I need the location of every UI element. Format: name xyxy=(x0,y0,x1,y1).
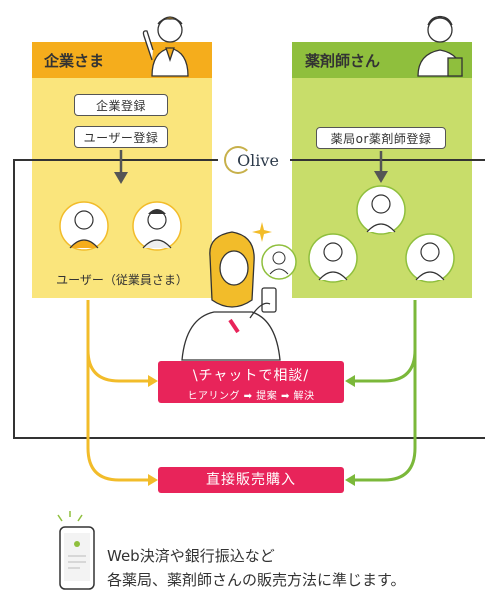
chat-step-resolution: 解決 xyxy=(293,391,315,402)
chat-title: \チャットで相談/ xyxy=(192,368,310,384)
user-caption: ユーザー（従業員さま） xyxy=(56,273,188,287)
corporate-registration-step: 企業登録 xyxy=(74,94,168,116)
pharmacy-title: 薬剤師さん xyxy=(305,51,381,70)
pharmacy-flow-arrows xyxy=(353,300,417,482)
olive-logo-ring xyxy=(224,146,252,174)
employee-avatar-icon xyxy=(132,201,182,251)
employee-avatar-icon xyxy=(59,201,109,251)
user-registration-step: ユーザー登録 xyxy=(74,126,168,148)
pharmacist-icon xyxy=(417,15,463,77)
pharmacist-avatar-icon xyxy=(405,233,455,283)
smartphone-user-icon xyxy=(181,231,281,361)
businessman-icon xyxy=(142,16,189,77)
pharmacist-avatar-icon xyxy=(356,185,406,235)
chat-bubble-icon xyxy=(261,244,297,280)
chat-step-hearing: ヒアリング xyxy=(187,391,240,402)
corporate-arrowhead-chat xyxy=(148,375,158,387)
footer-line-1: Web決済や銀行振込など xyxy=(107,547,275,565)
pharmacy-registration-step: 薬局or薬剤師登録 xyxy=(316,127,446,149)
footer-line-2: 各薬局、薬剤師さんの販売方法に準じます。 xyxy=(107,571,406,589)
olive-logo: Olive xyxy=(218,145,290,175)
corporate-flow-arrows xyxy=(86,300,150,482)
corporate-arrowhead-purchase xyxy=(148,474,158,486)
corporate-title: 企業さま xyxy=(44,51,105,70)
pharmacist-avatar-icon xyxy=(308,233,358,283)
olive-logo-text: Olive xyxy=(237,150,279,170)
chat-consultation-box: \チャットで相談/ ヒアリング ➡ 提案 ➡ 解決 xyxy=(158,361,344,403)
chat-flow: ヒアリング ➡ 提案 ➡ 解決 xyxy=(158,387,344,402)
pharmacy-arrowhead-chat xyxy=(345,375,355,387)
direct-purchase-box: 直接販売購入 xyxy=(158,467,344,493)
sparkle-icon xyxy=(238,222,272,246)
corporate-down-arrow xyxy=(114,150,128,184)
pharmacy-arrowhead-purchase xyxy=(345,474,355,486)
flow-arrow-icon: ➡ xyxy=(280,391,290,402)
smartphone-icon xyxy=(57,511,95,590)
chat-step-proposal: 提案 xyxy=(256,391,278,402)
flow-arrow-icon: ➡ xyxy=(243,391,253,402)
pharmacy-down-arrow xyxy=(374,151,388,183)
